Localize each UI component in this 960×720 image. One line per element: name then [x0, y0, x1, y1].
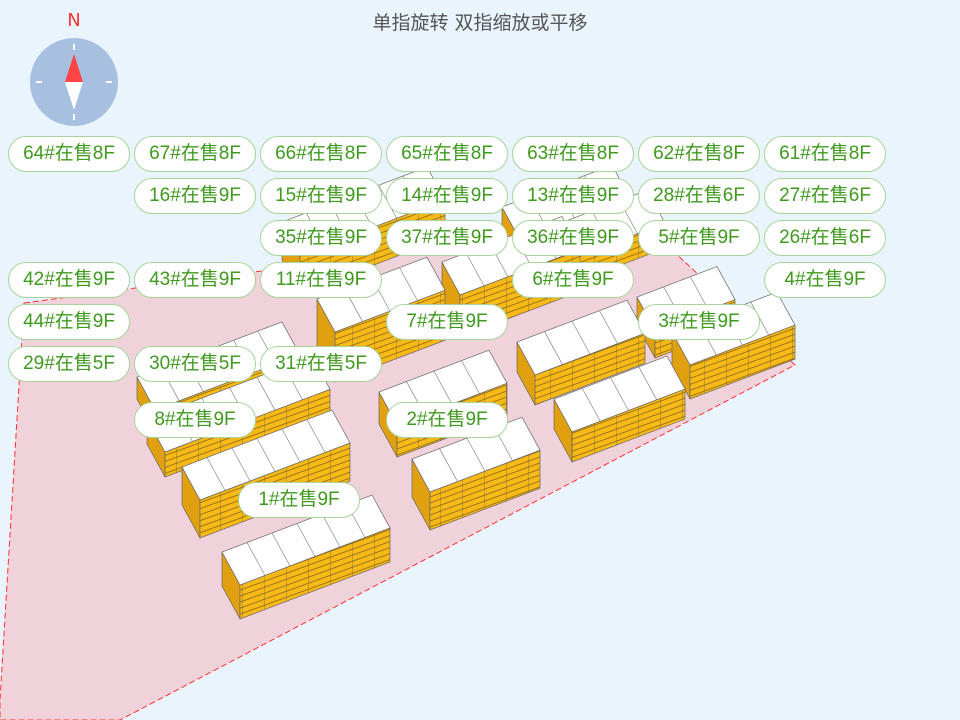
building-label[interactable]: 11#在售9F [260, 262, 382, 298]
roof-divider [581, 388, 601, 422]
building-label[interactable]: 15#在售9F [260, 178, 382, 214]
roof-divider [571, 320, 591, 355]
building-label[interactable]: 64#在售8F [8, 136, 130, 172]
building-label[interactable]: 28#在售6F [638, 178, 760, 214]
roof-divider [399, 267, 418, 301]
roof-divider [231, 447, 251, 482]
roof-divider [206, 457, 226, 491]
roof-divider [466, 437, 486, 472]
building-label[interactable]: 35#在售9F [260, 220, 382, 256]
building-label[interactable]: 8#在售9F [134, 402, 256, 438]
roof-divider [638, 366, 658, 400]
north-label: N [67, 10, 81, 31]
building-label[interactable]: 62#在售8F [638, 136, 760, 172]
building-label[interactable]: 30#在售5F [134, 346, 256, 382]
building-label[interactable]: 2#在售9F [386, 402, 508, 438]
building-label[interactable]: 5#在售9F [638, 220, 760, 256]
building-label[interactable]: 63#在售8F [512, 136, 634, 172]
building-label[interactable]: 1#在售9F [238, 482, 360, 518]
roof-divider [281, 428, 301, 463]
roof-divider [433, 370, 453, 405]
roof-divider [256, 438, 276, 472]
building-label[interactable]: 65#在售8F [386, 136, 508, 172]
roof-divider [465, 252, 485, 287]
building-label[interactable]: 61#在售8F [764, 136, 886, 172]
building-label[interactable]: 6#在售9F [512, 262, 634, 298]
building-label[interactable]: 13#在售9F [512, 178, 634, 214]
building-label[interactable]: 67#在售8F [134, 136, 256, 172]
roof-divider [439, 448, 458, 482]
roof-divider [246, 542, 266, 576]
building-label[interactable]: 26#在售6F [764, 220, 886, 256]
roof-divider [306, 419, 326, 453]
building-label[interactable]: 31#在售5F [260, 346, 382, 382]
building-label[interactable]: 37#在售9F [386, 220, 508, 256]
roof-divider [599, 310, 618, 344]
building-label[interactable]: 36#在售9F [512, 220, 634, 256]
roof-divider [256, 377, 276, 411]
compass-icon [30, 38, 118, 126]
roof-divider [321, 513, 341, 548]
roof-divider [296, 523, 316, 557]
building-label[interactable]: 43#在售9F [134, 262, 256, 298]
roof-divider [544, 331, 563, 365]
roof-divider [271, 532, 291, 567]
gesture-hint-title: 单指旋转 双指缩放或平移 [372, 12, 588, 34]
building-label[interactable]: 3#在售9F [638, 304, 760, 340]
building-label[interactable]: 4#在售9F [764, 262, 886, 298]
building-label[interactable]: 29#在售5F [8, 346, 130, 382]
compass[interactable]: N [30, 8, 120, 128]
roof-divider [461, 360, 480, 394]
building-label[interactable]: 42#在售9F [8, 262, 130, 298]
building-label[interactable]: 14#在售9F [386, 178, 508, 214]
roof-divider [610, 377, 629, 411]
building-label[interactable]: 66#在售8F [260, 136, 382, 172]
building-label[interactable]: 7#在售9F [386, 304, 508, 340]
building-label[interactable]: 16#在售9F [134, 178, 256, 214]
building-label[interactable]: 44#在售9F [8, 304, 130, 340]
building-label[interactable]: 27#在售6F [764, 178, 886, 214]
